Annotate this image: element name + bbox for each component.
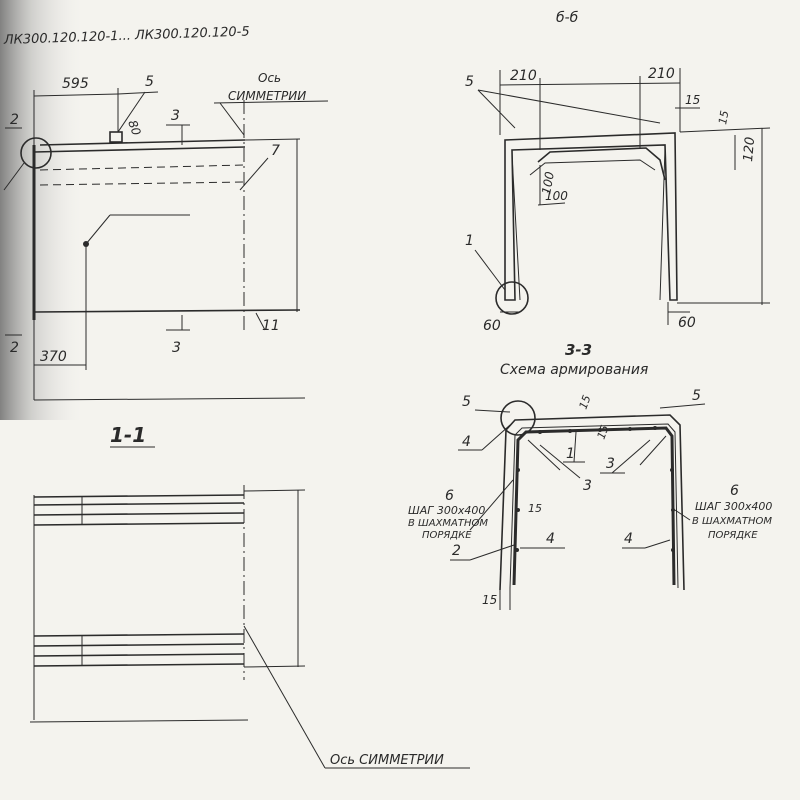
section-1-1-view: 1-1 Ось СИММЕТРИИ (29, 423, 470, 769)
step-left-line1: ШАГ 300x400 (408, 504, 485, 517)
dim-60-left: 60 (483, 318, 501, 334)
rebar-dots (515, 426, 675, 552)
step-right-line1: ШАГ 300x400 (695, 500, 772, 513)
step-right-line2: В ШАХМАТНОМ (692, 516, 772, 527)
dim-15-c: 15 (528, 502, 542, 515)
dim-60-right: 60 (678, 315, 696, 331)
pos-5-label-2-2: 5 (465, 74, 474, 90)
dim-80: 80 (125, 118, 144, 137)
scan-shadow (0, 0, 90, 420)
dim-595: 595 (62, 76, 89, 92)
pos-4-right-3-3: 4 (624, 531, 633, 547)
dim-120: 120 (741, 136, 758, 162)
section-2-2-view: б-б 210 210 15 15 120 100 100 5 1 (465, 10, 771, 334)
dim-15-top: 15 (685, 93, 700, 107)
detail-circle-3-3 (500, 400, 536, 436)
pos-2-bottom: 2 (10, 340, 19, 356)
pos-3-a-3-3: 3 (606, 456, 615, 472)
elevation-view: 595 5 80 3 Ось СИММЕТРИИ 7 2 2 370 3 11 (3, 71, 329, 401)
dim-100-horiz: 100 (545, 189, 568, 203)
dim-370: 370 (40, 349, 67, 365)
pos-7-label: 7 (271, 143, 280, 159)
pos-5-right-3-3: 5 (692, 388, 701, 404)
dim-15-d: 15 (482, 593, 497, 607)
section-1-1-title: 1-1 (110, 423, 146, 447)
dim-15-a: 15 (577, 393, 594, 411)
detail-circle (20, 137, 52, 169)
axis-label-1-1: Ось СИММЕТРИИ (330, 753, 444, 768)
pos-4-left-3-3: 4 (462, 434, 471, 450)
pos-6-right-3-3: 6 (730, 483, 739, 499)
dim-15-b: 15 (595, 423, 612, 441)
dim-210-left: 210 (510, 68, 537, 84)
pos-2-top: 2 (10, 112, 19, 128)
detail-circle-2-2 (495, 281, 529, 315)
pos-5-label: 5 (145, 74, 154, 90)
step-right-line3: ПОРЯДКЕ (708, 530, 758, 541)
axis-label-line1: Ось (258, 71, 281, 85)
pos-6-left-3-3: 6 (445, 488, 454, 504)
section-2-2-title-fragment: б-б (556, 10, 579, 26)
pos-3-b-3-3: 3 (583, 478, 592, 494)
pos-1-3-3: 1 (566, 446, 575, 462)
dim-210-right: 210 (648, 66, 675, 82)
pos-2-3-3: 2 (452, 543, 461, 559)
dim-15-side: 15 (716, 109, 731, 125)
section-3-3-subtitle: Схема армирования (500, 362, 648, 378)
pos-5-left-3-3: 5 (462, 394, 471, 410)
step-left-line3: ПОРЯДКЕ (422, 530, 472, 541)
pos-4-mid-3-3: 4 (546, 531, 555, 547)
section-3-3-view: 3-3 Схема армирования 5 5 4 15 15 1 3 (408, 341, 772, 610)
axis-label-line2: СИММЕТРИИ (228, 89, 306, 103)
section-3-top: 3 (171, 108, 180, 124)
step-left-line2: В ШАХМАТНОМ (408, 518, 488, 529)
section-3-bottom: 3 (172, 340, 181, 356)
pos-11-label: 11 (262, 318, 280, 334)
dim-100-vert: 100 (539, 170, 557, 195)
section-3-3-title: 3-3 (565, 341, 592, 359)
pos-1-label-2-2: 1 (465, 233, 474, 249)
